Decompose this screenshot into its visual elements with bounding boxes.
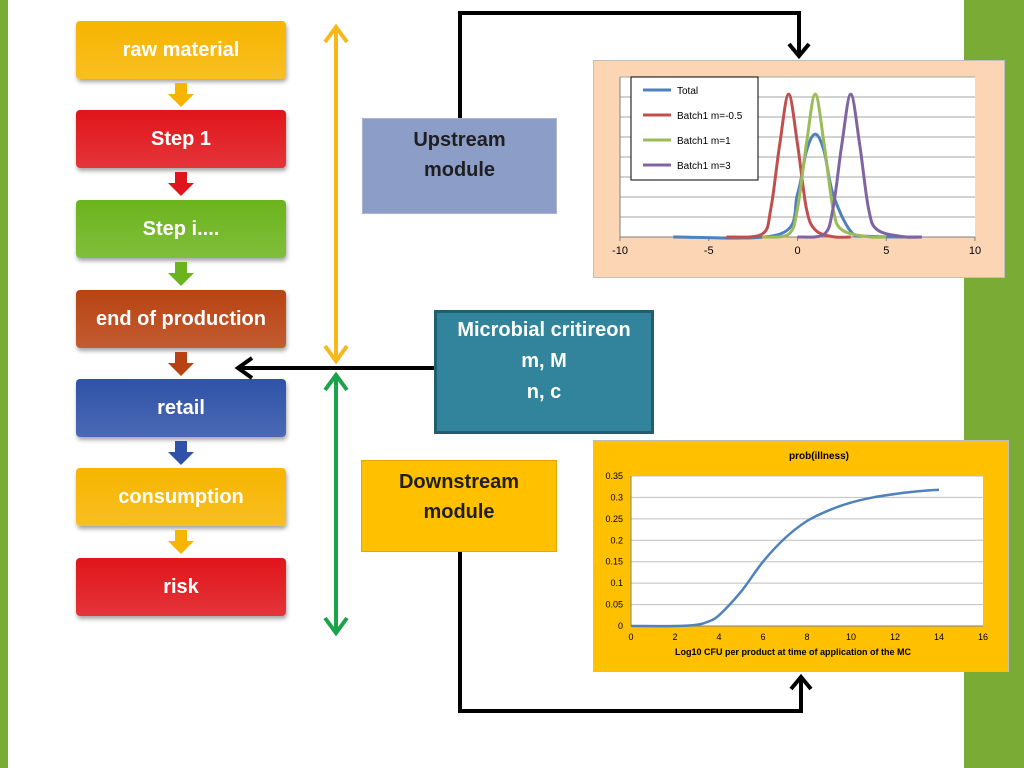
criterion-line3: n, c [526, 381, 562, 403]
legend-label: Batch1 m=3 [677, 161, 731, 172]
downstream-module-line2: module [423, 501, 495, 523]
legend-label: Batch1 m=-0.5 [677, 111, 743, 122]
y-tick-label: 0.2 [610, 535, 623, 545]
x-tick-label: 6 [760, 632, 765, 642]
x-tick-label: 10 [846, 632, 856, 642]
downstream-module-line1: Downstream [398, 471, 520, 493]
flow-down-arrow [168, 172, 194, 196]
y-tick-label: 0.1 [610, 578, 623, 588]
upstream-module-line2: module [423, 159, 496, 181]
upstream-module-box: Upstream module [362, 118, 557, 214]
x-tick-label: 4 [716, 632, 721, 642]
x-tick-label: 0 [794, 245, 800, 257]
series-line [761, 92, 887, 239]
left-accent-bar [0, 0, 8, 768]
x-axis-title: Log10 CFU per product at time of applica… [675, 647, 912, 657]
prob-illness-chart: prob(illness) 0 0.05 0.1 0.15 0.2 0.25 0.3 0.35 0… [593, 440, 1009, 672]
series-line [630, 488, 940, 628]
x-tick-label: 8 [804, 632, 809, 642]
step-consumption: consumption [76, 468, 286, 526]
flow-down-arrow [168, 352, 194, 376]
step-retail: retail [76, 379, 286, 437]
downstream-to-chart-connector [458, 552, 813, 713]
flow-down-arrow [168, 262, 194, 286]
chart-title: prob(illness) [789, 451, 849, 462]
y-tick-label: 0 [618, 621, 623, 631]
legend-box [630, 76, 759, 181]
x-tick-label: -10 [612, 245, 628, 257]
x-tick-label: 5 [883, 245, 889, 257]
y-tick-label: 0.35 [605, 471, 623, 481]
step-end-of-production: end of production [76, 290, 286, 348]
x-tick-label: 12 [890, 632, 900, 642]
microbial-criterion-box: Microbial critireon m, M n, c [434, 310, 654, 434]
step-risk: risk [76, 558, 286, 616]
downstream-range-arrow [323, 371, 349, 637]
step-1: Step 1 [76, 110, 286, 168]
x-tick-label: 16 [978, 632, 988, 642]
x-tick-label: 2 [672, 632, 677, 642]
step-i: Step i.... [76, 200, 286, 258]
y-tick-label: 0.3 [610, 492, 623, 502]
step-raw-material: raw material [76, 21, 286, 79]
x-tick-label: 0 [628, 632, 633, 642]
x-tick-label: 10 [969, 245, 981, 257]
upstream-range-arrow [323, 23, 349, 365]
criterion-to-retail-arrow [234, 356, 434, 380]
plot-area [631, 476, 983, 626]
flow-down-arrow [168, 83, 194, 107]
y-tick-label: 0.15 [605, 557, 623, 567]
criterion-line2: m, M [521, 350, 567, 372]
criterion-line1: Microbial critireon [457, 319, 631, 341]
upstream-to-chart-connector [458, 11, 811, 118]
legend-label: Batch1 m=1 [677, 136, 731, 147]
flow-down-arrow [168, 441, 194, 465]
series-line [797, 92, 922, 239]
legend-label: Total [677, 86, 698, 97]
flow-down-arrow [168, 530, 194, 554]
upstream-module-line1: Upstream [413, 129, 506, 151]
y-tick-label: 0.05 [605, 600, 623, 610]
y-tick-label: 0.25 [605, 514, 623, 524]
x-tick-label: -5 [704, 245, 714, 257]
downstream-module-box: Downstream module [361, 460, 557, 552]
x-tick-label: 14 [934, 632, 944, 642]
